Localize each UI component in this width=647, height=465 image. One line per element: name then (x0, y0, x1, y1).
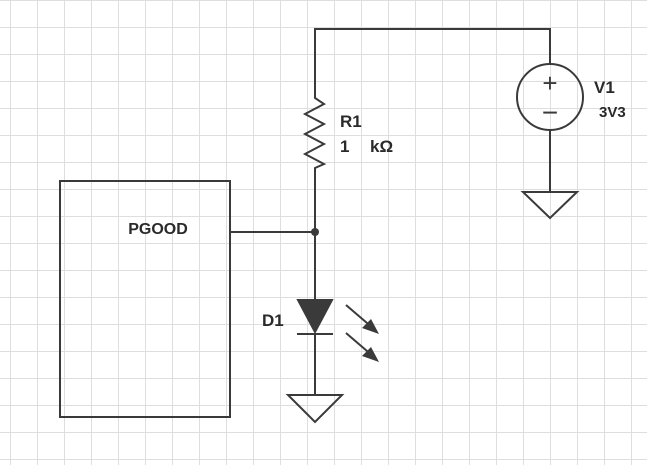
ground-symbol-led-icon (285, 394, 345, 424)
led-d1-symbol (296, 299, 334, 335)
resistor-r1-symbol (302, 95, 327, 172)
resistor-ref-label: R1 (340, 112, 362, 131)
resistor-value-label: 1 (340, 137, 349, 156)
source-minus-sign: − (542, 97, 558, 128)
source-value-label: 3V3 (599, 104, 626, 121)
led-ref-label: D1 (262, 311, 284, 330)
resistor-unit-label: kΩ (370, 137, 393, 156)
ground-symbol-source-icon (520, 191, 580, 220)
led-emission-arrows-icon (345, 304, 379, 362)
pgood-label: PGOOD (128, 221, 188, 238)
source-ref-label: V1 (594, 78, 615, 97)
pgood-block (59, 180, 231, 418)
top-wire (314, 28, 551, 95)
source-plus-sign: + (542, 68, 557, 98)
